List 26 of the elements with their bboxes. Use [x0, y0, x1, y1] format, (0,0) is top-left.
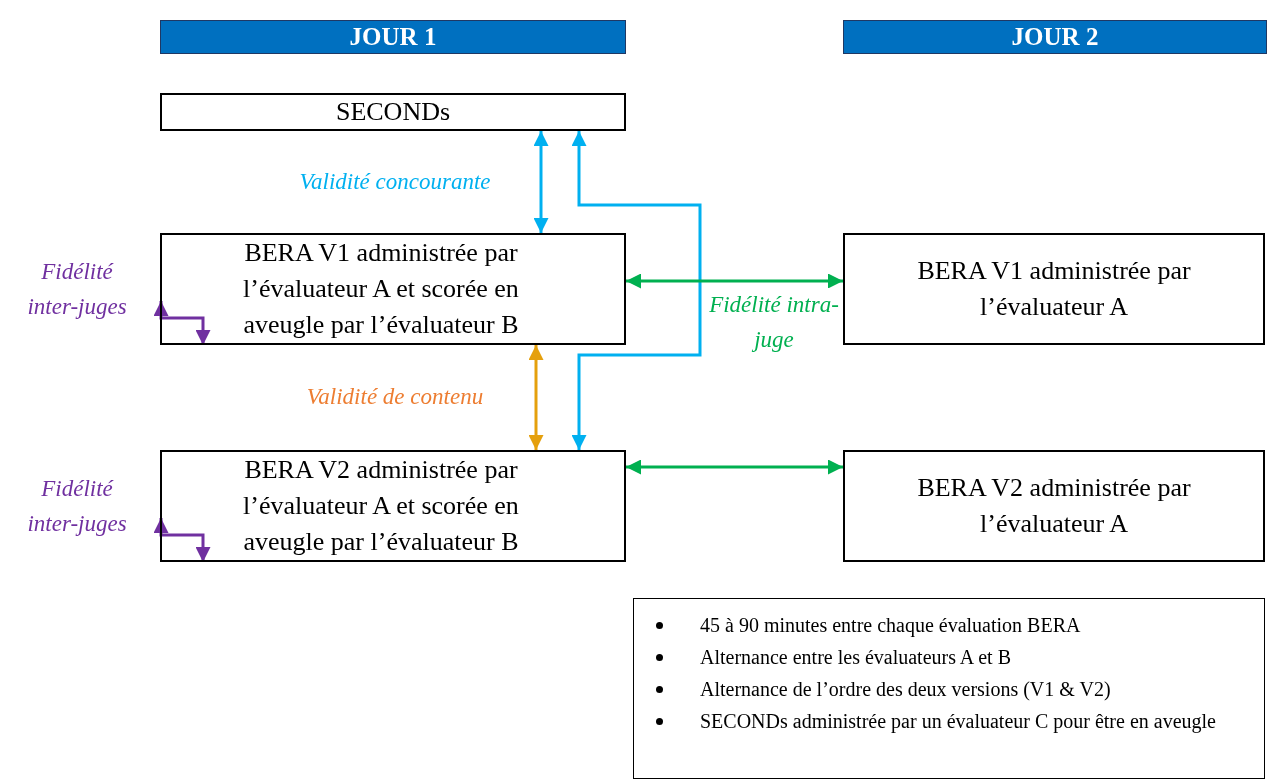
bullet-text: 45 à 90 minutes entre chaque évaluation BERA	[700, 613, 1082, 638]
box-text: BERA V1 administrée par l’évaluateur A	[916, 255, 1192, 323]
process-box	[843, 450, 1265, 562]
bullet-text: Alternance de l’ordre des deux versions (V1 & V2)	[700, 677, 1112, 702]
arrow	[571, 131, 702, 450]
box-text: BERA V2 administrée par l’évaluateur A et scorée en aveugle par l’évaluateur B	[242, 454, 520, 558]
process-box	[160, 450, 626, 562]
arrow	[153, 518, 211, 562]
notes-box	[633, 598, 1265, 779]
process-box	[160, 233, 626, 345]
day-header-band	[160, 20, 626, 54]
process-box	[160, 93, 626, 131]
arrow	[153, 301, 211, 345]
process-box	[843, 233, 1265, 345]
bullet-text: Alternance entre les évaluateurs A et B	[700, 645, 1012, 670]
day-header-band	[843, 20, 1267, 54]
day-heading: JOUR 1	[349, 23, 437, 51]
arrow	[533, 131, 549, 233]
arrow	[626, 459, 843, 475]
day-heading: JOUR 2	[1011, 23, 1099, 51]
arrow	[626, 273, 843, 289]
box-text: BERA V2 administrée par l’évaluateur A	[916, 472, 1192, 540]
box-text: SECONDs	[335, 96, 451, 129]
bullet-text: SECONDs administrée par un évaluateur C pour être en aveugle	[700, 709, 1217, 734]
arrow	[528, 345, 544, 450]
box-text: BERA V1 administrée par l’évaluateur A et scorée en aveugle par l’évaluateur B	[242, 237, 520, 341]
